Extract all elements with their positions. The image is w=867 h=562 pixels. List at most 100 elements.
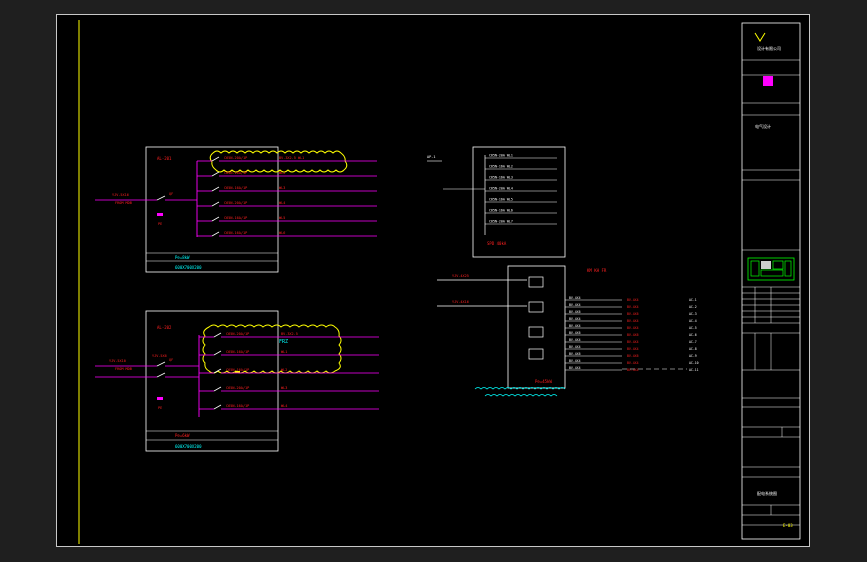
panel-a[interactable]: AL-201 YJV-5X16 FROM MDB QF PE C65N-20A/… <box>95 146 377 273</box>
panel-c-output-cable: BV-4X4 <box>569 296 581 300</box>
panel-c-output-load: AC-3 <box>689 312 697 316</box>
panel-c-top-row-label: C65N-16A WL3 <box>489 176 513 180</box>
panel-c-output-circuit: BV-4X4 <box>627 326 639 330</box>
title-block: 设计有限公司 电气设计 配电系统图 E-03 <box>741 22 801 540</box>
panel_b-breaker-symbol <box>213 368 222 374</box>
panel_b-breaker-label: C65N-16A/1P <box>226 350 249 354</box>
panel-c-output-load: AC-11 <box>689 368 699 372</box>
panel_a-breaker-label: C65N-20A/1P <box>224 156 247 160</box>
panel_a-breaker-label: C65N-16A/1P <box>224 171 247 175</box>
panel-a-footer: Pe=8kW <box>175 255 190 260</box>
sheet-number: E-03 <box>783 523 793 528</box>
panel-c-output-cable: BV-4X4 <box>569 324 581 328</box>
panel_b-circuit-label: WL2 <box>281 368 287 372</box>
sheet-title: 配电系统图 <box>757 490 777 496</box>
panel_b-breaker-symbol <box>213 386 222 392</box>
panel-c-output-circuit: BV-4X4 <box>627 298 639 302</box>
panel-b-frame <box>145 310 279 452</box>
panel-b-incoming-2: YJV-5X6 <box>152 354 167 358</box>
panel-b-tag: AL-202 <box>157 325 172 330</box>
cad-canvas[interactable]: AL-201 YJV-5X16 FROM MDB QF PE C65N-20A/… <box>57 15 811 548</box>
panel_b-circuit-label: WL4 <box>281 404 287 408</box>
panel-b-revision-cloud <box>202 324 342 374</box>
panel-c-feed-2: YJV-4X16 <box>452 300 469 304</box>
key-plan <box>747 257 795 281</box>
panel_b-circuit-label: WL3 <box>281 386 287 390</box>
panel_a-breaker-symbol <box>211 216 220 222</box>
panel_a-circuit-label: WL2 <box>279 171 285 175</box>
panel-c-output-circuit: BV-4X6 <box>627 333 639 337</box>
panel-c-output-cable: BV-4X6 <box>569 352 581 356</box>
panel-c-output-cable: BV-4X6 <box>569 310 581 314</box>
panel-c-output-load: AC-5 <box>689 326 697 330</box>
panel-c-output-circuit: BV-4X6 <box>627 354 639 358</box>
panel_b-breaker-label: C65N-16A/1P <box>226 368 249 372</box>
panel-c-top-note: SPD 40kA <box>487 241 507 246</box>
panel-c-cloud-strip <box>474 387 566 397</box>
panel-b-incoming-note: FROM MDB <box>115 367 132 371</box>
panel-c-top-row-label: C65N-16A WL5 <box>489 198 513 202</box>
panel_b-circuit-label: BV-3X2.5 <box>281 332 298 336</box>
panel-c-contactor <box>528 301 544 313</box>
panel_a-breaker-symbol <box>211 171 220 177</box>
panel_a-breaker-symbol <box>211 231 220 237</box>
panel-c-output-load: AC-7 <box>689 340 697 344</box>
panel_b-breaker-label: C65N-20A/1P <box>226 332 249 336</box>
panel-c-contactor <box>528 276 544 288</box>
panel_a-circuit-label: WL6 <box>279 231 285 235</box>
panel-b-size: 600X700X200 <box>175 444 202 449</box>
panel_a-breaker-symbol <box>211 186 220 192</box>
panel-c-output-circuit: BV-4X4 <box>627 340 639 344</box>
panel-c-output-cable: BV-4X4 <box>569 366 581 370</box>
panel_a-circuit-label: WL5 <box>279 216 285 220</box>
panel-c-output-circuit: BV-4X4 <box>627 368 639 372</box>
panel-c-output-circuit: BV-4X4 <box>627 305 639 309</box>
panel-a-frame <box>145 146 279 273</box>
panel-a-meter-symbol <box>157 213 163 216</box>
panel-c-feed-1: YJV-4X25 <box>452 274 469 278</box>
company-logo-icon <box>754 32 766 42</box>
seal-stamp-icon <box>763 76 773 86</box>
company-name: 设计有限公司 <box>757 45 781 51</box>
panel_b-breaker-label: C65N-20A/1P <box>226 386 249 390</box>
panel_a-circuit-label: WL4 <box>279 201 285 205</box>
panel-a-incoming: YJV-5X16 <box>112 193 129 197</box>
title-block-frame <box>741 22 801 540</box>
panel-c-upper-frame <box>472 146 566 258</box>
panel-c-footer: Pe=45kW <box>535 379 552 384</box>
panel-c-output-load: AC-6 <box>689 333 697 337</box>
panel-b-meter-symbol <box>157 397 163 400</box>
panel-a-revision-cloud <box>209 150 348 173</box>
panel_a-breaker-label: C65N-20A/1P <box>224 201 247 205</box>
panel_b-circuit-label: WL1 <box>281 350 287 354</box>
panel-b-indicator <box>235 371 240 373</box>
drawing-sheet: AL-201 YJV-5X16 FROM MDB QF PE C65N-20A/… <box>56 14 810 547</box>
panel_b-breaker-symbol <box>213 404 222 410</box>
panel_a-breaker-symbol <box>211 156 220 162</box>
panel-c-tag: AP-1 <box>427 155 435 159</box>
panel-c-output-cable: BV-4X4 <box>569 338 581 342</box>
project-name: 电气设计 <box>755 123 771 129</box>
panel-b-incoming: YJV-5X10 <box>109 359 126 363</box>
panel_a-breaker-label: C65N-16A/1P <box>224 216 247 220</box>
panel_a-circuit-label: BV-3X2.5 WL1 <box>279 156 304 160</box>
svg-text:PE: PE <box>158 222 162 226</box>
panel-c-top-row-label: C65N-20A WL7 <box>489 220 513 224</box>
panel-c-output-circuit: BV-4X4 <box>627 361 639 365</box>
panel-b-footer: Pe=6kW <box>175 433 190 438</box>
panel-c-output-circuit: BV-4X4 <box>627 319 639 323</box>
panel_a-breaker-label: C65N-16A/1P <box>224 186 247 190</box>
panel-a-size: 600X700X200 <box>175 265 202 270</box>
panel-b-main-breaker: QF <box>169 358 173 362</box>
panel-c-top-row-label: C65N-20A WL4 <box>489 187 513 191</box>
panel-c-top-row-label: C65N-16A WL6 <box>489 209 513 213</box>
panel-c-output-load: AC-9 <box>689 354 697 358</box>
panel_a-breaker-label: C65N-16A/1P <box>224 231 247 235</box>
panel-c-output-load: AC-2 <box>689 305 697 309</box>
panel-b[interactable]: AL-202 YJV-5X10 FROM MDB YJV-5X6 QF PE F… <box>95 310 379 452</box>
panel-c-output-circuit: BV-4X4 <box>627 347 639 351</box>
panel-c-output-cable: BV-4X6 <box>569 331 581 335</box>
panel-c-output-load: AC-10 <box>689 361 699 365</box>
panel-c-top-row-label: C65N-16A WL2 <box>489 165 513 169</box>
